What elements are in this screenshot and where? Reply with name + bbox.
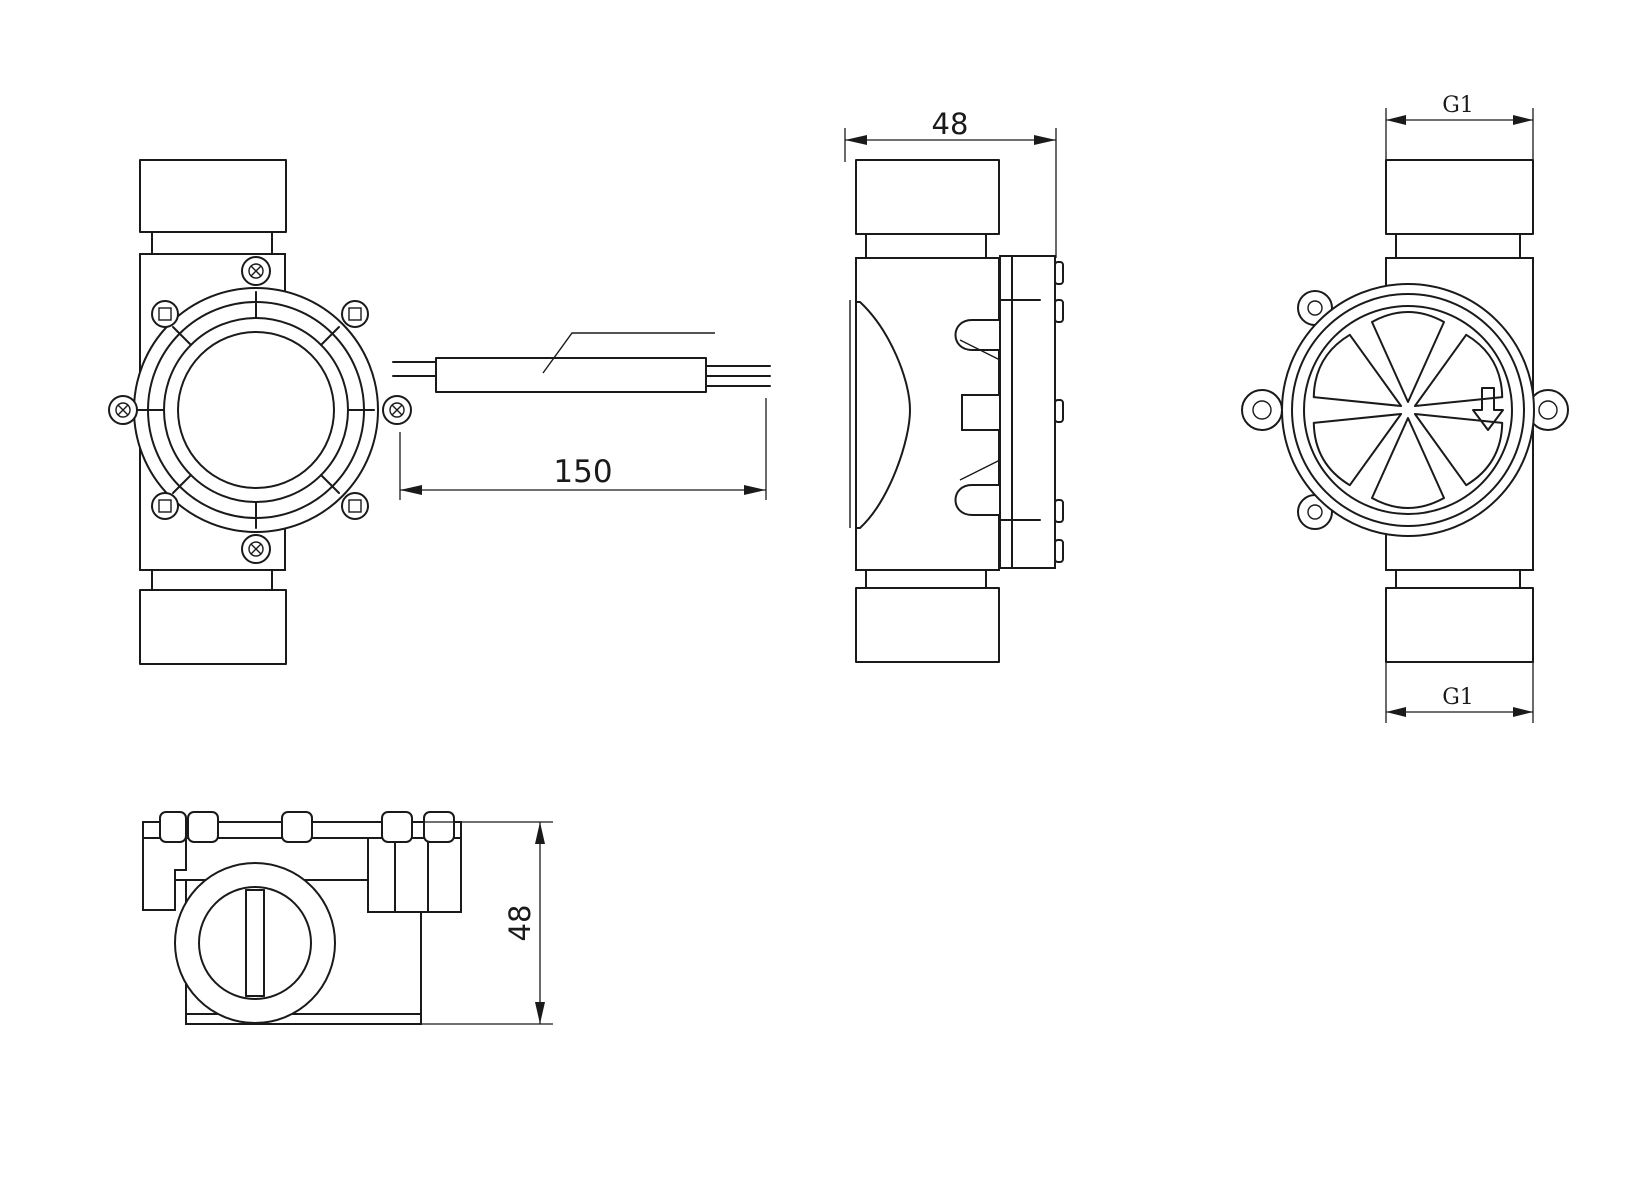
bottom-height-label: 48 [503, 905, 537, 942]
cable-length-label: 150 [553, 454, 612, 490]
back-view: G1 G1 [1241, 93, 1569, 723]
screw-icon [151, 300, 179, 328]
side-bottom-thread [855, 587, 1000, 663]
screw-icon [382, 395, 412, 425]
side-width-dimension [844, 128, 1057, 258]
side-bottom-neck [865, 569, 987, 589]
front-top-thread [139, 159, 287, 233]
screw-icon [241, 534, 271, 564]
front-cable-dimension [399, 398, 767, 500]
screw-icon [341, 492, 369, 520]
back-bottom-neck [1395, 569, 1521, 589]
side-flange [999, 255, 1056, 569]
front-spokes [137, 291, 375, 529]
side-width-label: 48 [932, 107, 969, 141]
back-bottom-thread-dimension [1385, 662, 1534, 723]
front-top-neck [151, 231, 273, 255]
side-inner-contour [855, 301, 911, 529]
side-lugs [954, 261, 1064, 563]
side-top-thread [855, 159, 1000, 235]
screw-icon [241, 256, 271, 286]
bottom-thread-label: G1 [1442, 685, 1474, 710]
flow-direction-arrow-icon [1472, 387, 1504, 431]
screw-icon [341, 300, 369, 328]
front-cable [392, 332, 771, 393]
front-bottom-neck [151, 569, 273, 591]
top-thread-label: G1 [1442, 93, 1474, 118]
screw-icon [151, 492, 179, 520]
back-top-neck [1395, 233, 1521, 259]
back-top-thread [1385, 159, 1534, 235]
side-view: 48 [844, 107, 1064, 663]
back-window-petals [1312, 311, 1504, 509]
side-top-neck [865, 233, 987, 259]
bottom-port-inner [198, 886, 312, 1000]
front-bottom-thread [139, 589, 287, 665]
front-bore [177, 331, 335, 489]
back-top-thread-dimension [1385, 108, 1534, 160]
front-screws [108, 256, 412, 564]
bottom-height-dimension [421, 821, 553, 1025]
front-view: 150 [108, 159, 771, 665]
back-ear [1241, 389, 1283, 431]
screw-icon [108, 395, 138, 425]
back-bottom-thread [1385, 587, 1534, 663]
bottom-view: 48 [142, 811, 553, 1025]
bottom-lugs [142, 811, 462, 913]
back-cover-outer [1281, 283, 1535, 537]
